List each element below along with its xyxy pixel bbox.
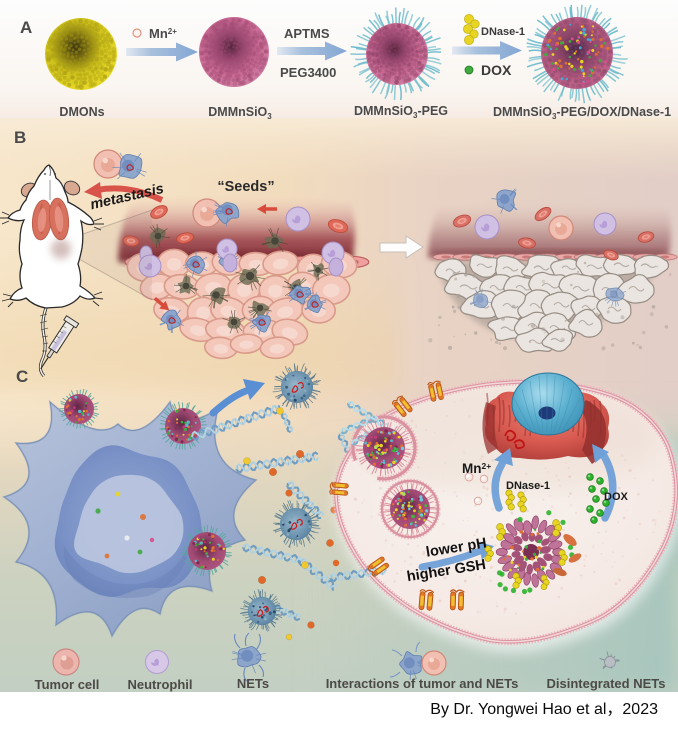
- svg-text:Neutrophil: Neutrophil: [128, 677, 193, 692]
- svg-text:DMMnSiO3-PEG/DOX/DNase-1: DMMnSiO3-PEG/DOX/DNase-1: [493, 105, 671, 121]
- svg-text:C: C: [16, 367, 28, 386]
- svg-text:Interactions of tumor and NETs: Interactions of tumor and NETs: [326, 676, 519, 691]
- svg-text:DOX: DOX: [481, 62, 512, 78]
- svg-text:Tumor cell: Tumor cell: [35, 677, 100, 692]
- svg-text:NETs: NETs: [237, 676, 269, 691]
- svg-text:DMMnSiO3: DMMnSiO3: [208, 105, 272, 121]
- svg-text:APTMS: APTMS: [284, 26, 330, 41]
- svg-text:B: B: [14, 128, 26, 147]
- svg-text:DNase-1: DNase-1: [481, 26, 525, 38]
- svg-text:PEG3400: PEG3400: [280, 65, 336, 80]
- svg-text:A: A: [20, 18, 32, 37]
- svg-text:DMMnSiO3-PEG: DMMnSiO3-PEG: [354, 104, 448, 120]
- svg-text:“Seeds”: “Seeds”: [217, 179, 274, 195]
- svg-text:DMONs: DMONs: [59, 105, 104, 119]
- svg-text:Disintegrated NETs: Disintegrated NETs: [547, 676, 666, 691]
- svg-text:DOX: DOX: [604, 491, 629, 503]
- svg-text:By Dr. Yongwei Hao et al，2023: By Dr. Yongwei Hao et al，2023: [430, 701, 658, 718]
- svg-text:DNase-1: DNase-1: [506, 480, 550, 492]
